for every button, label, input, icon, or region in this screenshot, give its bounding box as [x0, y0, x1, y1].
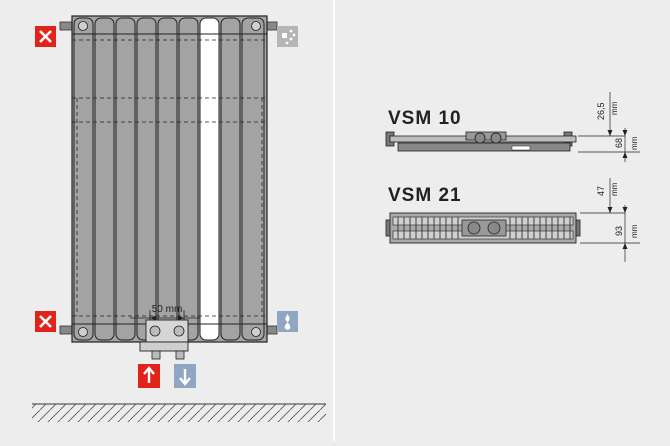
- convector-fins: [397, 217, 571, 239]
- water-drop-icon: [277, 311, 298, 332]
- radiator-front-view: 50 mm: [59, 15, 278, 360]
- valve-assembly: [139, 319, 189, 360]
- vsm10-depth-unit: mm: [630, 136, 639, 150]
- vent-closed-icon: [35, 26, 56, 47]
- section-vsm10: VSM 10 26,5 mm 68 mm: [385, 92, 640, 162]
- model-label-vsm10: VSM 10: [388, 108, 462, 129]
- arrow-down-icon: [174, 364, 196, 388]
- section-vsm21: VSM 21: [385, 178, 640, 262]
- panel-divider: [333, 0, 335, 441]
- vsm21-top-dim: 47: [596, 186, 606, 196]
- bleed-valve-icon: [277, 26, 298, 47]
- vsm10-top-dim: 26,5: [596, 102, 606, 120]
- arrow-up-icon: [138, 364, 160, 388]
- hidden-lines: [72, 39, 267, 317]
- floor-hatching: [32, 403, 326, 422]
- corner-bolts: [78, 21, 261, 337]
- vsm21-depth-unit: mm: [630, 224, 639, 238]
- model-label-vsm21: VSM 21: [388, 185, 462, 206]
- vsm21-depth-dim: 93: [614, 226, 624, 236]
- vsm21-top-unit: mm: [610, 182, 619, 196]
- top-header: [71, 15, 268, 35]
- spacing-label: 50 mm: [152, 304, 183, 315]
- drain-closed-icon: [35, 311, 56, 332]
- vsm10-top-unit: mm: [610, 101, 619, 115]
- radiator-fins: [73, 17, 265, 341]
- vsm10-depth-dim: 68: [614, 138, 624, 148]
